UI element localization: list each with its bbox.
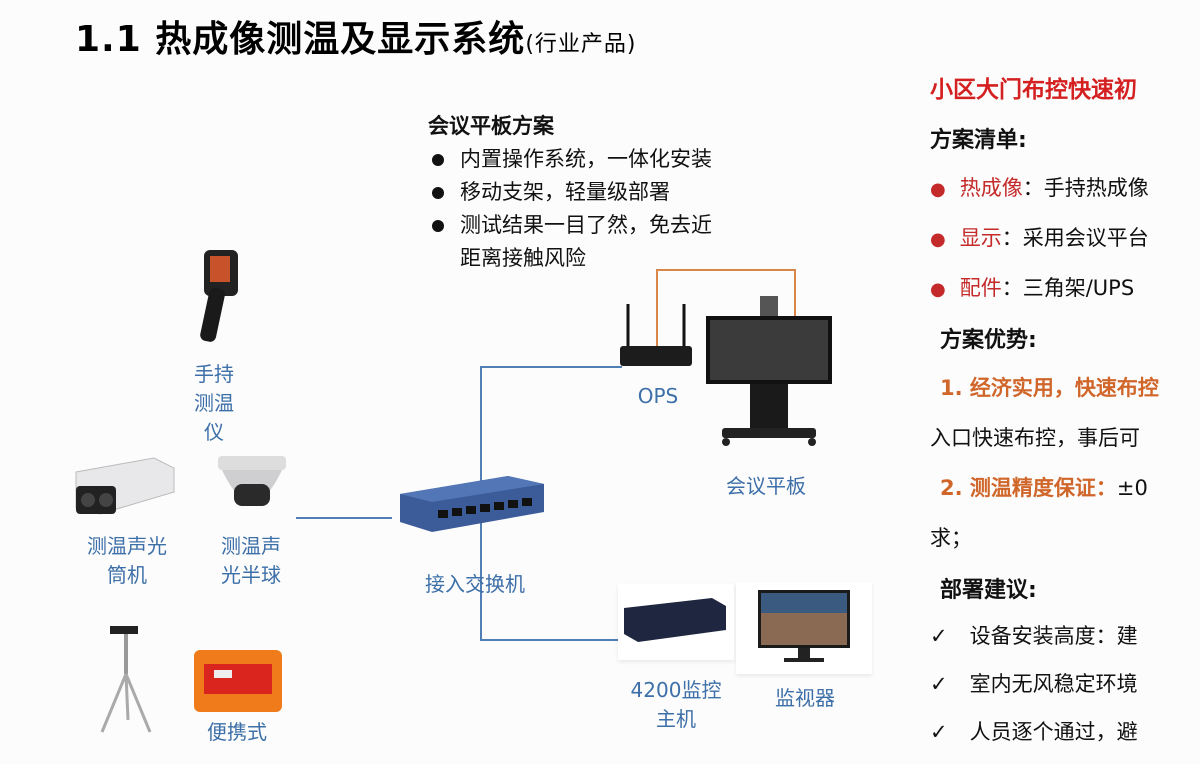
plan-box: 会议平板方案 内置操作系统，一体化安装 移动支架，轻量级部署 测试结果一目了然，… [428,110,712,275]
right-title: 小区大门布控快速初 [930,77,1137,103]
list-heading: 方案清单: [930,128,1027,153]
check-icon: ✓ [930,624,948,648]
bullet-icon: ● [930,179,946,200]
check-icon: ✓ [930,720,948,744]
plan-heading: 会议平板方案 [428,114,554,138]
link-line [480,639,620,641]
deploy-item: ✓ 人员逐个通过，避 [930,716,1200,764]
link-line [296,517,392,519]
label-line: 测温声 [221,534,281,558]
plan-item: 内置操作系统，一体化安装 [428,143,712,176]
adv-2: 2. 测温精度保证：±0 [930,472,1200,522]
handheld-label: 手持 测温 仪 [186,360,242,447]
portable-case-image [192,648,284,718]
nvr-label: 4200监控 主机 [620,676,732,734]
plan-item: 测试结果一目了然，免去近 [428,209,712,242]
adv-2-tail: 求； [930,526,972,550]
monitor-image [736,582,872,674]
portable-label: 便携式 [207,720,267,744]
list-key: 显示 [959,226,1002,250]
deploy-text: 室内无风稳定环境 [969,672,1138,696]
deploy-item: ✓ 设备安装高度：建 [930,620,1200,668]
list-value: ：三角架/UPS [1001,276,1135,300]
dome-camera-image [214,454,290,526]
handheld-thermometer-image [188,248,244,348]
adv-2-value: ±0 [1116,476,1148,500]
deploy-item: ✓ 室内无风稳定环境 [930,668,1200,716]
hdmi-line [656,269,796,361]
deploy-text: 人员逐个通过，避 [969,720,1138,744]
label-line: 手持 [194,362,234,386]
label-line: 测温 [194,391,234,415]
bullet-icon: ● [930,279,946,300]
adv-heading: 方案优势: [940,328,1037,353]
switch-label: 接入交换机 [425,572,525,596]
list-value: ：手持热成像 [1022,176,1149,200]
page-title: 1.1 热成像测温及显示系统(行业产品) [75,10,636,62]
title-sub: (行业产品) [525,32,637,57]
conference-panel-label: 会议平板 [726,474,806,498]
title-main: 1.1 热成像测温及显示系统 [75,19,526,60]
bullet-camera-image [70,450,182,530]
deploy-heading: 部署建议: [940,578,1037,603]
label-line: 测温声光 [87,534,167,558]
list-item: ● 热成像：手持热成像 [930,172,1200,222]
plan-item-cont: 距离接触风险 [460,246,586,270]
bullet-camera-label: 测温声光 筒机 [72,532,182,590]
label-line: 筒机 [107,563,147,587]
dome-camera-label: 测温声 光半球 [210,532,292,590]
adv-2-label: 2. 测温精度保证： [940,476,1117,500]
right-panel: 小区大门布控快速初 方案清单: ● 热成像：手持热成像 ● 显示：采用会议平台 ● 配… [930,70,1200,764]
label-line: 光半球 [221,563,281,587]
list-item: ● 配件：三角架/UPS [930,272,1200,322]
list-key: 热成像 [959,176,1023,200]
conference-panel-image [704,296,834,452]
tripod-image [96,624,160,740]
plan-item: 移动支架，轻量级部署 [428,176,712,209]
label-line: 仪 [204,420,224,444]
label-line: 4200监控 [630,678,722,702]
adv-1: 1. 经济实用，快速布控 [940,376,1159,400]
list-key: 配件 [959,276,1002,300]
adv-1-text: 入口快速布控，事后可 [930,426,1140,450]
switch-image [396,472,548,538]
nvr-image [618,584,734,660]
bullet-icon: ● [930,229,946,250]
ops-image [618,302,694,374]
list-value: ：采用会议平台 [1001,226,1149,250]
ops-label: OPS [637,384,679,408]
list-item: ● 显示：采用会议平台 [930,222,1200,272]
label-line: 主机 [656,707,696,731]
monitor-label: 监视器 [775,686,835,710]
check-icon: ✓ [930,672,948,696]
link-line [480,366,622,368]
deploy-text: 设备安装高度：建 [969,624,1138,648]
